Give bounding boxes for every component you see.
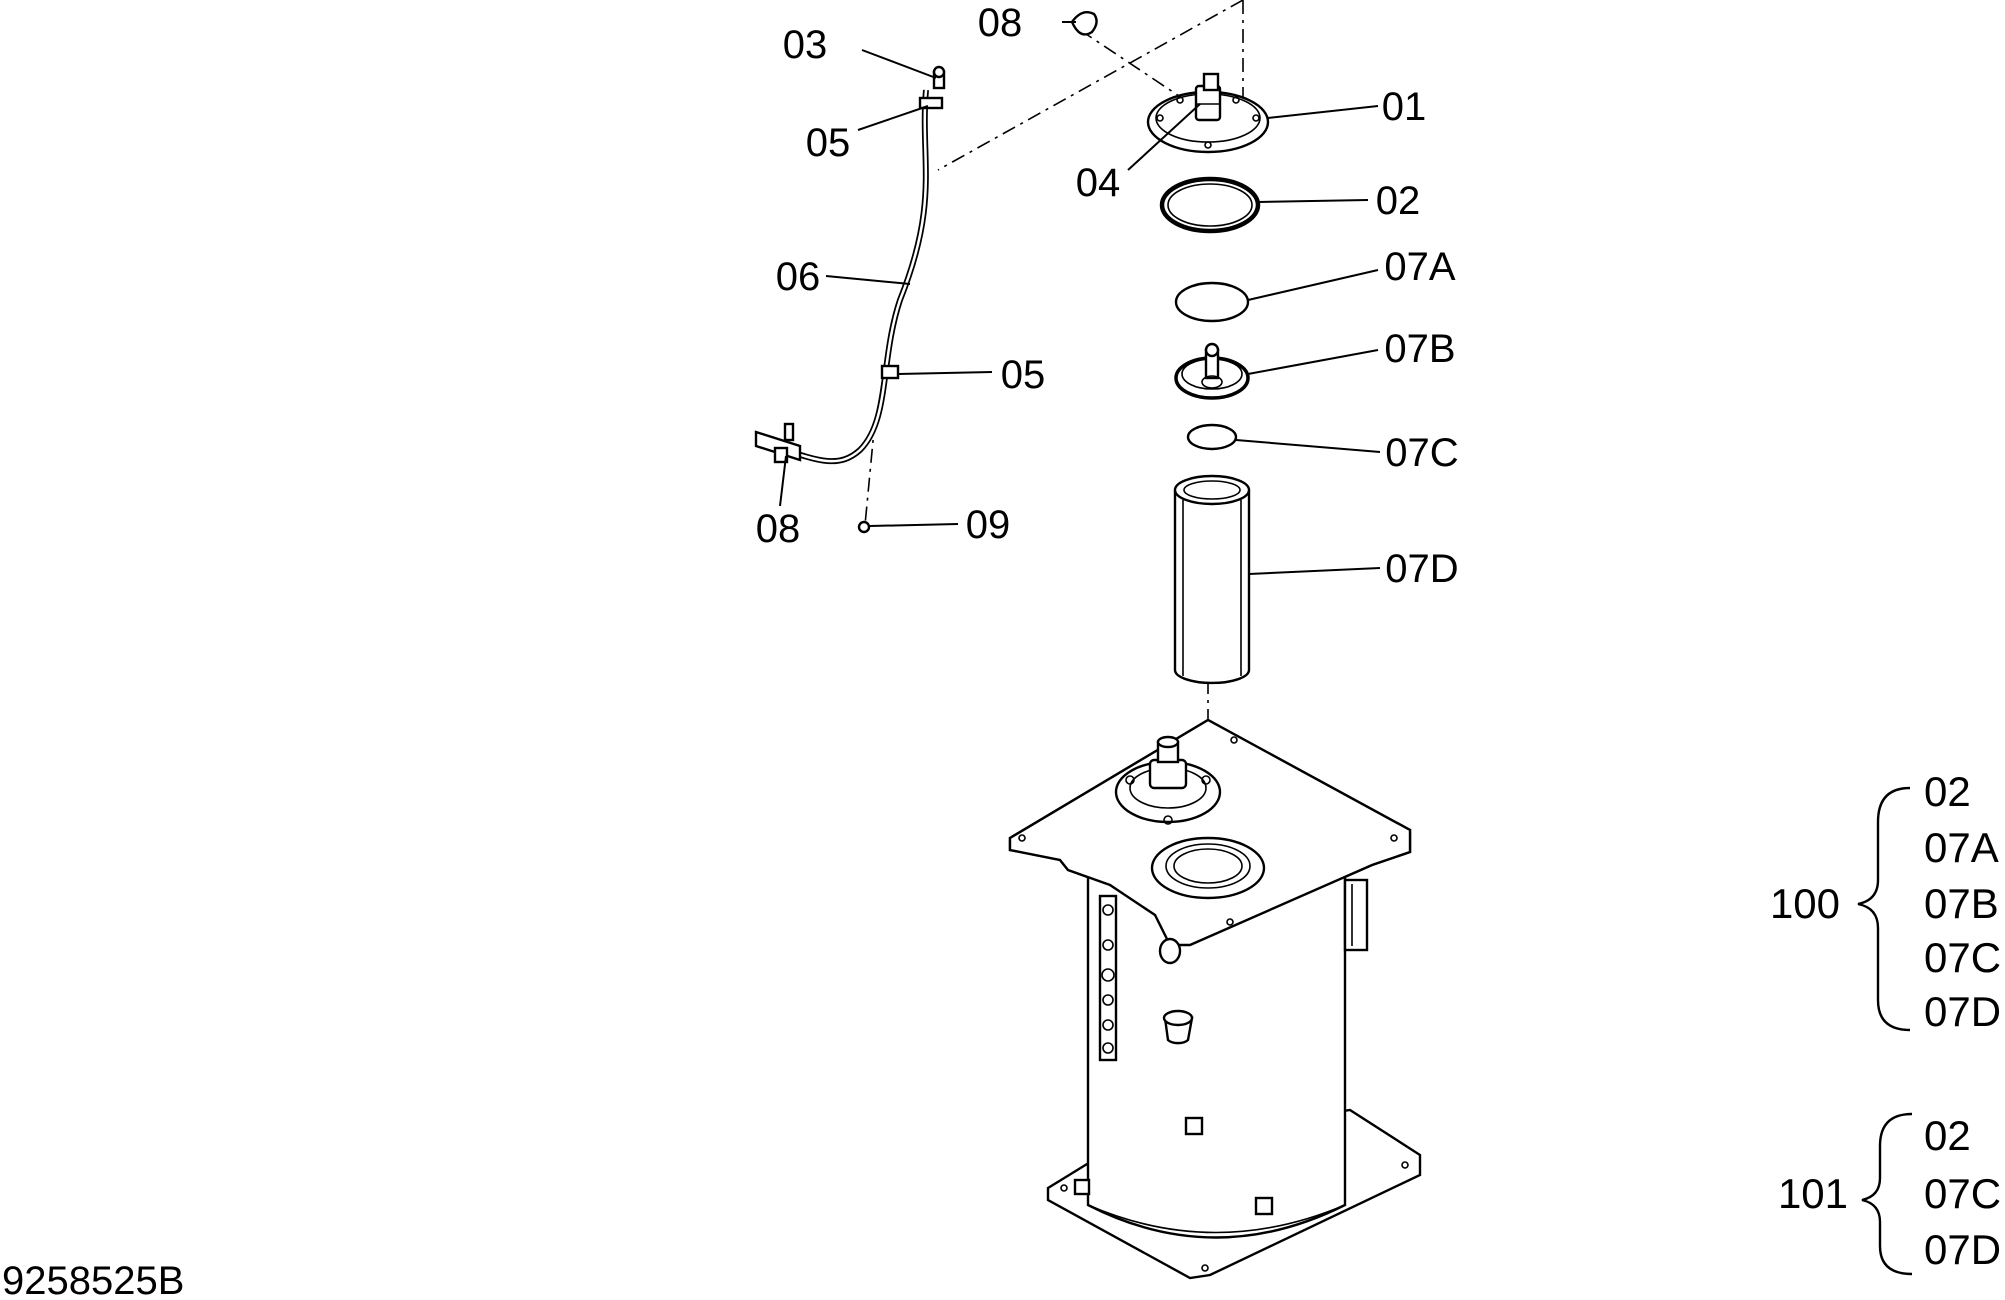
kit-101-brace [1861,1112,1913,1276]
callout-09: 09 [966,503,1011,547]
cover-part-01 [1146,72,1270,154]
clip-part-08-top [1070,11,1098,36]
callout-06: 06 [776,255,821,299]
callout-02: 02 [1376,179,1421,223]
kit-100-item: 07A [1924,824,1999,871]
kit-100-number: 100 [1770,880,1840,927]
kit-100-item: 07D [1924,988,2001,1035]
kit-101-item: 02 [1924,1112,1971,1159]
hydraulic-tank-body [1008,718,1422,1280]
kit-101-item: 07C [1924,1170,2001,1217]
callout-05-top: 05 [806,121,851,165]
callout-05-mid: 05 [1001,353,1046,397]
kit-100-item: 07C [1924,934,2001,981]
callout-04: 04 [1076,161,1121,205]
kit-100-item: 07B [1924,880,1999,927]
callout-07a: 07A [1384,245,1455,289]
callout-03: 03 [783,23,828,67]
callout-08-top: 08 [978,1,1023,45]
o-ring-part-02 [1159,176,1261,234]
spring-cap-part-07b [1174,342,1250,400]
kit-101-group: 101 02 07C 07D [1778,1112,2001,1276]
kit-101-number: 101 [1778,1170,1848,1217]
kit-100-item: 02 [1924,768,1971,815]
kit-101-item: 07D [1924,1226,2001,1273]
pipe-line-part-06 [754,65,946,534]
kit-100-group: 100 02 07A 07B 07C 07D [1770,768,2001,1035]
callout-07d: 07D [1385,547,1458,591]
callout-07b: 07B [1384,327,1455,371]
seal-part-07c [1186,423,1238,451]
leader-lines [779,21,1381,575]
drawing-number: 9258525B [2,1259,184,1300]
callout-07c: 07C [1385,431,1458,475]
filter-element-part-07d [1173,474,1251,685]
callout-labels: 03 05 08 01 04 02 07A 07B 07C 07D 06 05 … [756,1,1459,591]
seal-part-07a [1174,281,1250,323]
callout-01: 01 [1382,85,1427,129]
kit-100-brace [1857,786,1911,1032]
callout-08-low: 08 [756,507,801,551]
